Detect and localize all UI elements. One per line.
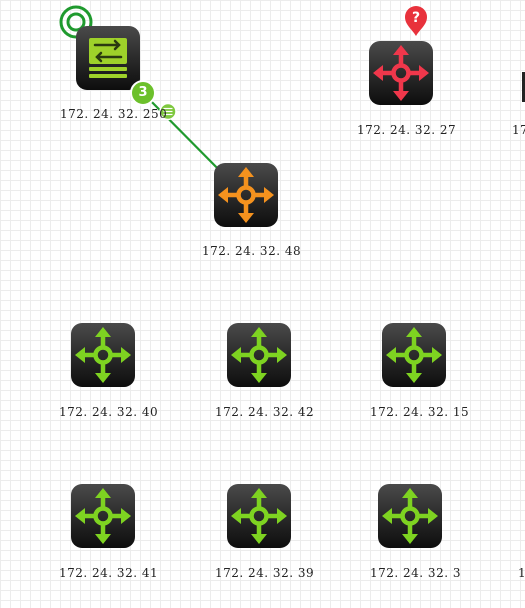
switch-icon bbox=[76, 26, 140, 90]
node-172-24-32-42[interactable] bbox=[226, 322, 292, 388]
node-label-172-24-32-42: 172. 24. 32. 42 bbox=[215, 405, 315, 419]
offscreen-node-edge-top[interactable] bbox=[522, 72, 525, 102]
node-172-24-32-27[interactable] bbox=[368, 40, 434, 106]
node-label-172-24-32-40: 172. 24. 32. 40 bbox=[59, 405, 159, 419]
node-172-24-32-3[interactable] bbox=[377, 483, 443, 549]
router-icon bbox=[378, 484, 442, 548]
node-label-172-24-32-39: 172. 24. 32. 39 bbox=[215, 566, 315, 580]
router-icon bbox=[71, 323, 135, 387]
link-count-badge[interactable]: 3 bbox=[130, 80, 156, 106]
offscreen-node-label-top: 17 bbox=[512, 123, 525, 137]
node-172-24-32-250[interactable] bbox=[75, 25, 141, 91]
alert-pin-icon[interactable]: ? bbox=[405, 6, 427, 36]
node-label-172-24-32-3: 172. 24. 32. 3 bbox=[370, 566, 461, 580]
router-icon bbox=[382, 323, 446, 387]
node-label-172-24-32-250: 172. 24. 32. 250 bbox=[60, 107, 168, 121]
offscreen-node-label-bottom: 1 bbox=[518, 566, 525, 580]
router-icon bbox=[369, 41, 433, 105]
node-label-172-24-32-48: 172. 24. 32. 48 bbox=[202, 244, 302, 258]
node-172-24-32-48[interactable] bbox=[213, 162, 279, 228]
node-172-24-32-15[interactable] bbox=[381, 322, 447, 388]
alert-pin-text: ? bbox=[412, 10, 420, 26]
node-172-24-32-41[interactable] bbox=[70, 483, 136, 549]
node-label-172-24-32-41: 172. 24. 32. 41 bbox=[59, 566, 159, 580]
link-marker-icon[interactable] bbox=[159, 102, 177, 121]
router-icon bbox=[214, 163, 278, 227]
router-icon bbox=[227, 323, 291, 387]
node-label-172-24-32-15: 172. 24. 32. 15 bbox=[370, 405, 470, 419]
node-172-24-32-40[interactable] bbox=[70, 322, 136, 388]
router-icon bbox=[71, 484, 135, 548]
router-icon bbox=[227, 484, 291, 548]
node-172-24-32-39[interactable] bbox=[226, 483, 292, 549]
node-label-172-24-32-27: 172. 24. 32. 27 bbox=[357, 123, 457, 137]
